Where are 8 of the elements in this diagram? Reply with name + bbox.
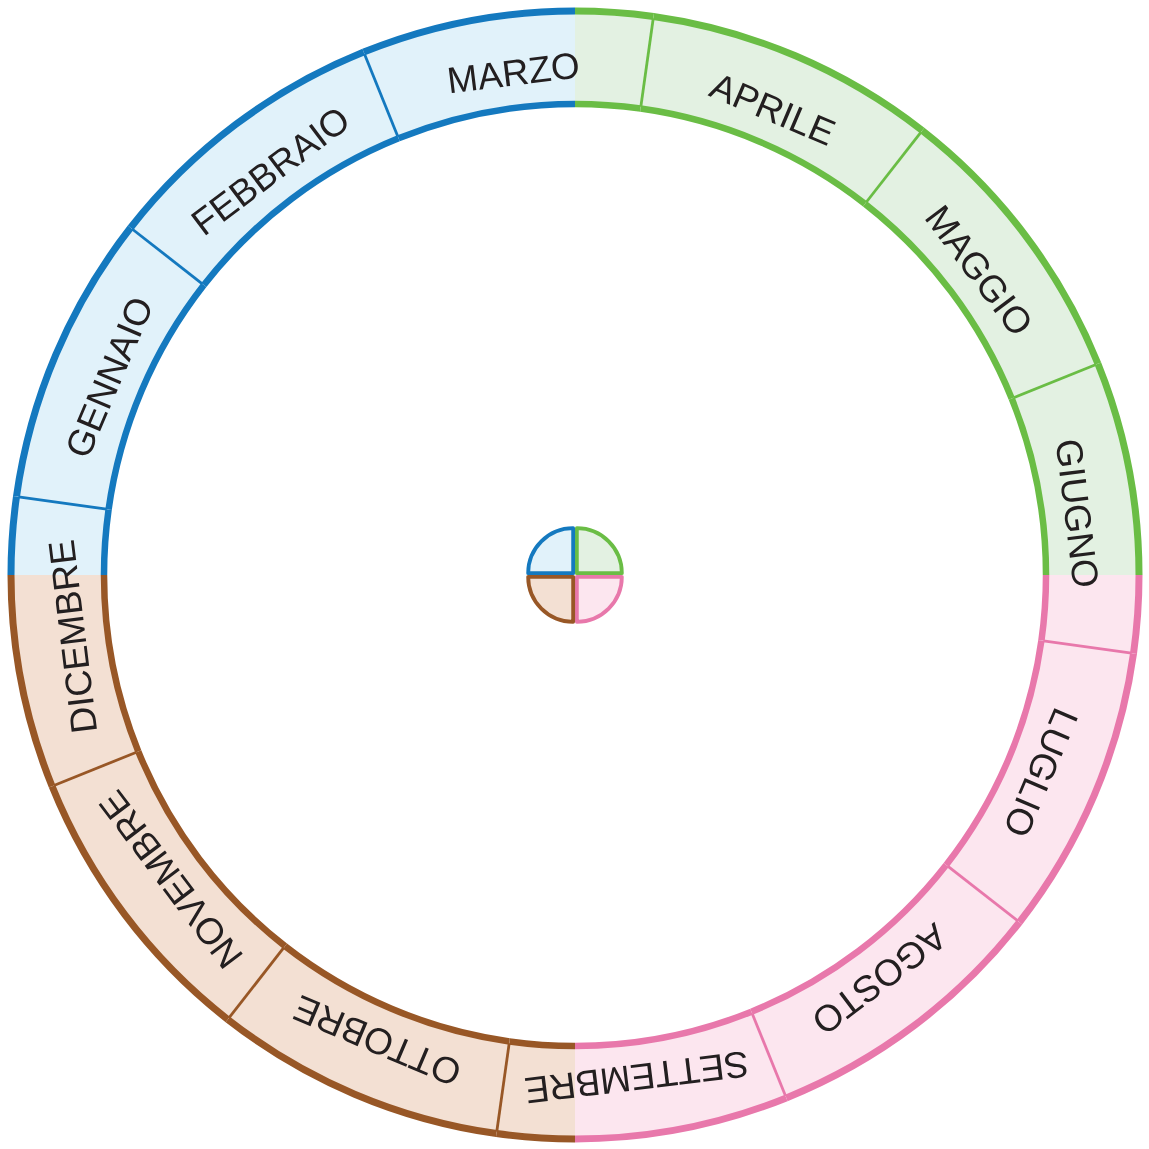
node-label: MARZO — [448, 53, 578, 94]
month-segment: MARZO — [362, 7, 654, 142]
month-segment: SETTEMBRE — [496, 1008, 788, 1143]
node-label: DICEMBRE — [48, 540, 97, 732]
node-label: GIUGNO — [1056, 440, 1098, 586]
month-segment: DICEMBRE — [7, 496, 142, 788]
month-segment: GIUGNO — [1008, 362, 1143, 654]
node-label: SETTEMBRE — [524, 1051, 747, 1104]
